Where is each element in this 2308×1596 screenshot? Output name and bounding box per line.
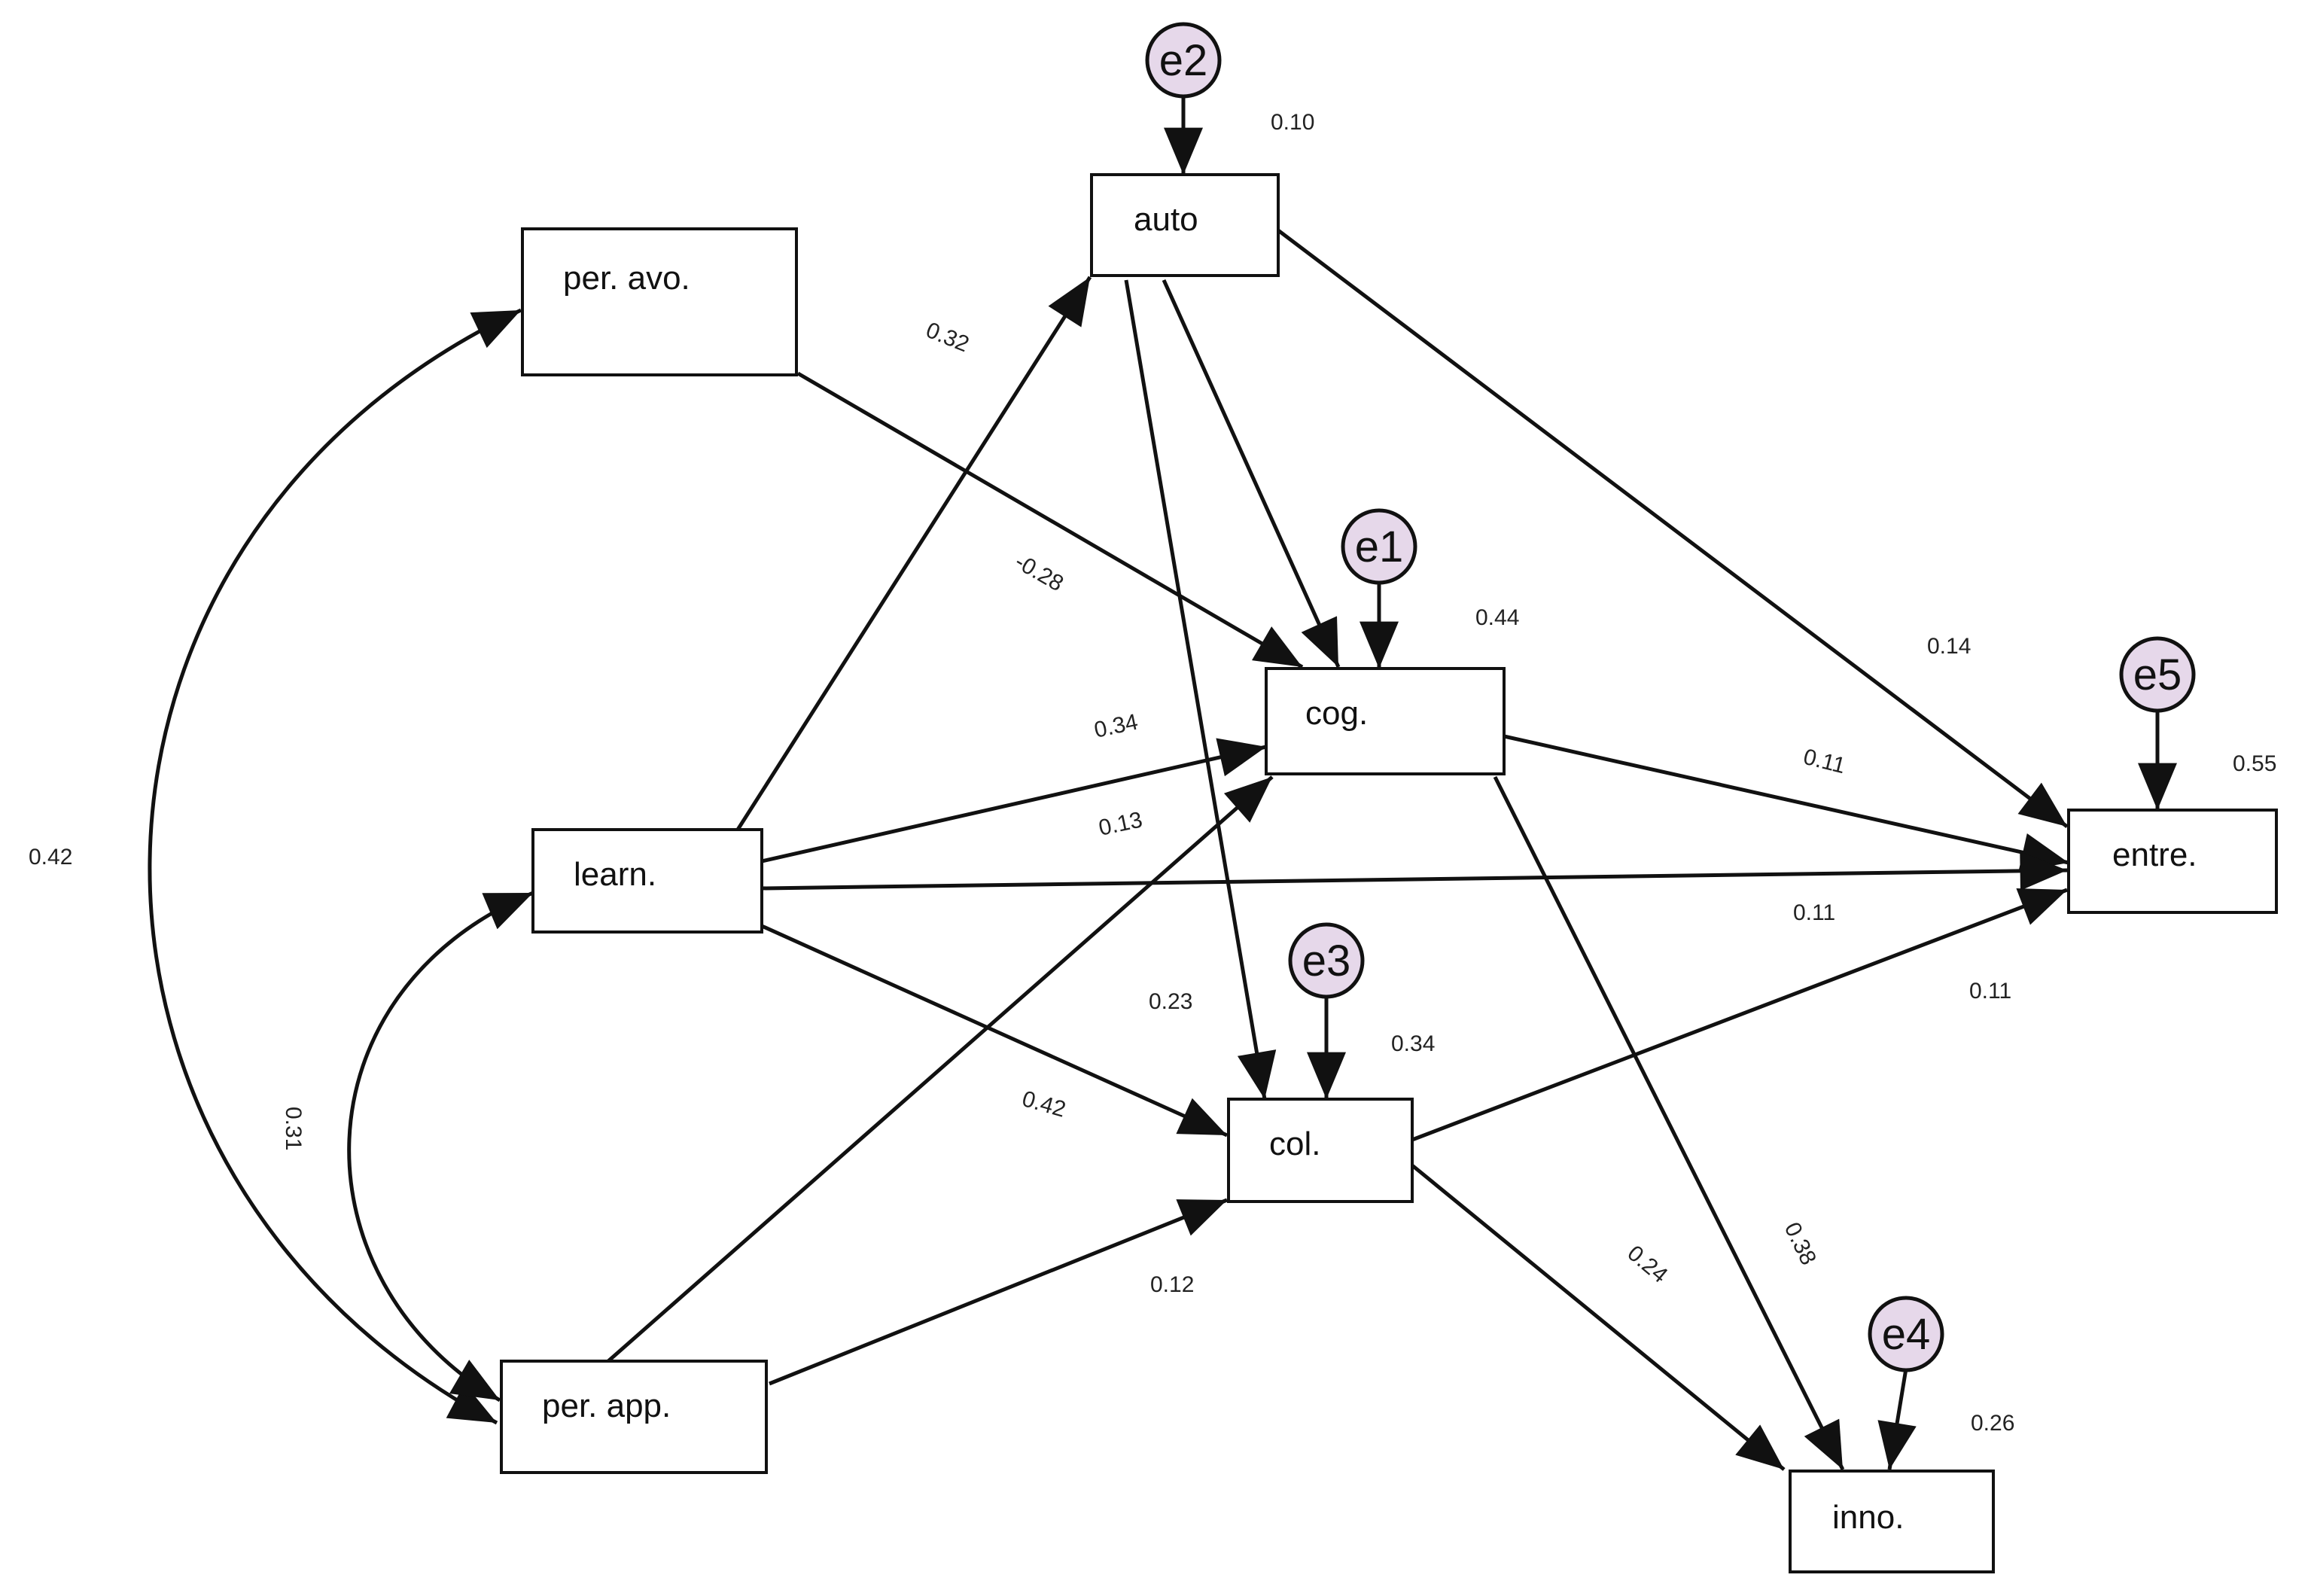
arrow-per-app-col [769,1198,1228,1386]
r2-entre: 0.55 [2233,751,2276,776]
arrow-auto-cog [1162,279,1341,669]
node-col-label: col. [1269,1125,1320,1162]
error-e5-label: e5 [2133,650,2182,699]
arrow-per-avo-cog [796,371,1304,669]
error-e1: e1 [1341,508,1417,585]
coef-corr-learn-per-app: 0.31 [281,1107,306,1150]
corr-per-avo-per-app [148,308,522,1425]
node-per-avo: per. avo. [521,227,798,376]
r2-col: 0.34 [1391,1031,1435,1056]
node-entre: entre. [2067,809,2278,914]
arrow-learn-entre [761,851,2068,891]
node-auto-label: auto [1134,201,1198,238]
node-inno-label: inno. [1832,1499,1904,1536]
error-e2-label: e2 [1159,36,1208,85]
error-e5: e5 [2119,636,2196,713]
arrow-auto-entre [1277,229,2069,828]
corr-learn-per-app [347,891,534,1403]
error-e2: e2 [1145,22,1222,99]
error-e3: e3 [1288,922,1365,999]
node-per-app: per. app. [500,1360,768,1474]
error-e4-label: e4 [1882,1310,1931,1359]
node-auto: auto [1090,173,1280,277]
arrow-learn-cog [761,738,1267,863]
node-entre-label: entre. [2112,836,2197,873]
error-e1-label: e1 [1355,522,1404,571]
error-e4: e4 [1868,1296,1944,1372]
arrow-auto-col [1124,279,1277,1100]
arrow-learn-auto [735,276,1092,831]
coef-learn-col: 0.42 [1019,1086,1068,1122]
coef-auto-entre: 0.14 [1927,634,1971,659]
node-learn: learn. [531,828,763,934]
node-inno: inno. [1789,1470,1995,1573]
coef-per-app-col: 0.12 [1150,1272,1194,1297]
coef-learn-auto: 0.32 [922,318,973,357]
coef-corr-per-avo-per-app: 0.42 [29,845,72,870]
coef-per-avo-cog: -0.28 [1011,549,1068,596]
coef-per-app-cog: 0.13 [1097,807,1145,840]
arrow-e4-inno [1877,1368,1917,1470]
arrow-learn-col [760,924,1229,1138]
node-cog: cog. [1265,667,1506,775]
r2-cog: 0.44 [1475,605,1519,630]
coef-auto-col: 0.23 [1149,989,1192,1014]
node-col: col. [1227,1098,1414,1203]
r2-inno: 0.26 [1971,1411,2014,1436]
node-per-app-label: per. app. [542,1387,671,1424]
node-per-avo-label: per. avo. [563,260,690,297]
node-learn-label: learn. [574,856,656,893]
coef-cog-entre: 0.11 [1801,745,1847,779]
node-cog-label: cog. [1305,695,1368,732]
coef-col-entre: 0.11 [1969,979,2011,1004]
arrow-per-app-cog [607,775,1274,1363]
arrow-cog-entre [1503,734,2069,872]
coef-learn-entre: 0.11 [1793,900,1835,925]
coef-col-inno: 0.24 [1623,1241,1673,1288]
coef-learn-cog: 0.34 [1092,709,1140,742]
arrow-col-entre [1411,888,2068,1142]
arrow-cog-inno [1493,775,1845,1471]
coef-cog-inno: 0.38 [1780,1219,1821,1269]
error-e3-label: e3 [1302,937,1351,985]
arrow-col-inno [1411,1164,1786,1471]
r2-auto: 0.10 [1271,110,1314,135]
